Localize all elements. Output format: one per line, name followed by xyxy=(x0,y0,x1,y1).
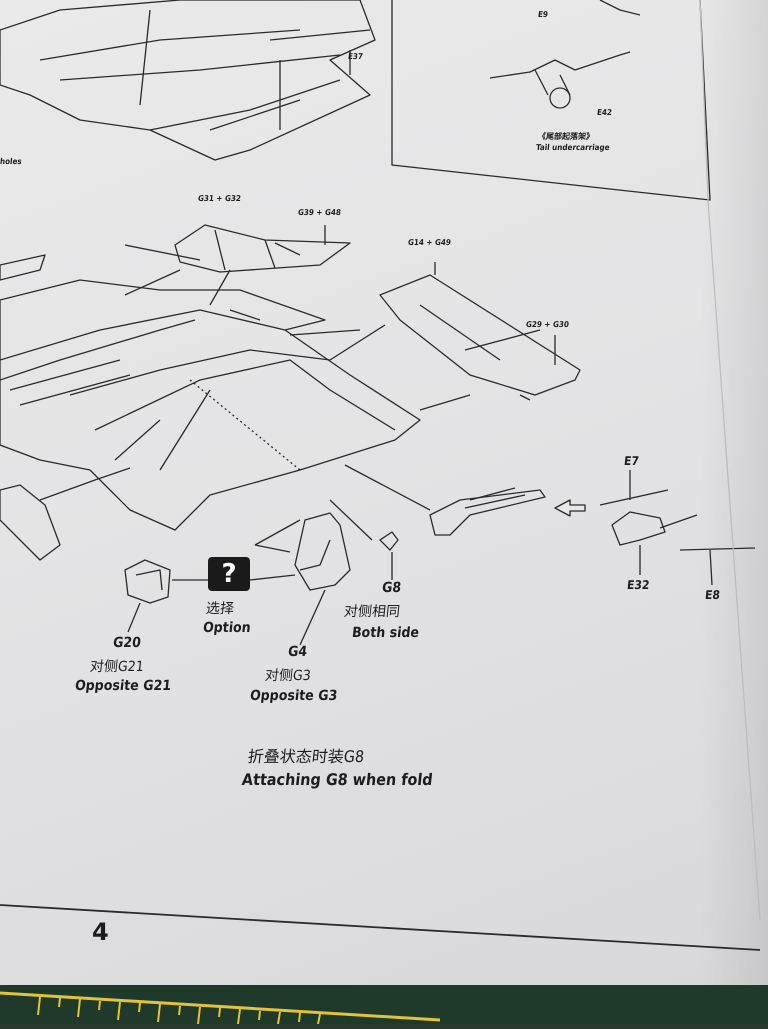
part-label-g14-g49: G14 + G49 xyxy=(407,238,452,247)
part-label-g39-g48: G39 + G48 xyxy=(297,208,342,217)
callout-option-en: Option xyxy=(202,620,252,636)
part-label-e7: E7 xyxy=(623,454,640,468)
callout-g8-code: G8 xyxy=(381,580,402,596)
cutting-mat-ruler xyxy=(0,991,441,1025)
callout-g8-cn: 对侧相同 xyxy=(343,604,401,620)
fuselage-top-part xyxy=(0,0,376,161)
callout-g8-en: Both side xyxy=(351,625,420,641)
part-label-g29-g30: G29 + G30 xyxy=(525,320,570,329)
inset-caption-en: Tail undercarriage xyxy=(535,143,611,152)
gear-door-g4 xyxy=(294,512,351,591)
callout-g4-en: Opposite G3 xyxy=(249,688,339,704)
page-number: 4 xyxy=(92,918,109,946)
tail-undercarriage-inset xyxy=(391,0,711,201)
wing-part-left xyxy=(0,254,46,281)
part-label-e8: E8 xyxy=(704,588,721,602)
part-label-e42: E42 xyxy=(596,108,613,117)
callout-g20-code: G20 xyxy=(112,635,142,651)
inset-caption-cn: 《尾部起落架》 xyxy=(537,132,595,141)
page-shadow xyxy=(700,0,768,985)
fold-note-cn: 折叠状态时装G8 xyxy=(246,747,366,766)
rod-e7 xyxy=(599,489,669,506)
main-wing-section xyxy=(0,279,421,531)
page-divider xyxy=(0,904,761,951)
callout-g4-cn: 对侧G3 xyxy=(264,668,312,684)
instruction-sheet xyxy=(0,0,768,985)
cutting-mat xyxy=(0,985,768,1025)
callout-g20-en: Opposite G21 xyxy=(74,678,172,694)
holes-note: holes xyxy=(0,157,23,166)
callout-g20-cn: 对侧G21 xyxy=(89,659,145,675)
part-label-e32: E32 xyxy=(626,578,651,592)
aileron-part xyxy=(0,484,61,561)
flap-part-g31-g32 xyxy=(174,224,351,273)
strut-part xyxy=(429,489,546,536)
callout-option-cn: 选择 xyxy=(205,601,235,617)
callout-g4-code: G4 xyxy=(287,644,308,660)
insert-arrow xyxy=(554,499,586,517)
assembly-diagram xyxy=(0,0,761,951)
pin-g8 xyxy=(379,531,399,551)
bracket-g20 xyxy=(124,559,171,604)
option-question-icon: ? xyxy=(208,557,250,591)
part-label-g31-g32: G31 + G32 xyxy=(197,194,242,203)
fold-note-en: Attaching G8 when fold xyxy=(241,770,434,789)
part-label-e37: E37 xyxy=(347,52,364,61)
part-label-e9: E9 xyxy=(537,10,549,19)
flap-part-g14-g49 xyxy=(379,274,581,396)
leg-part-e32 xyxy=(611,511,666,546)
rod-e8 xyxy=(679,547,756,551)
